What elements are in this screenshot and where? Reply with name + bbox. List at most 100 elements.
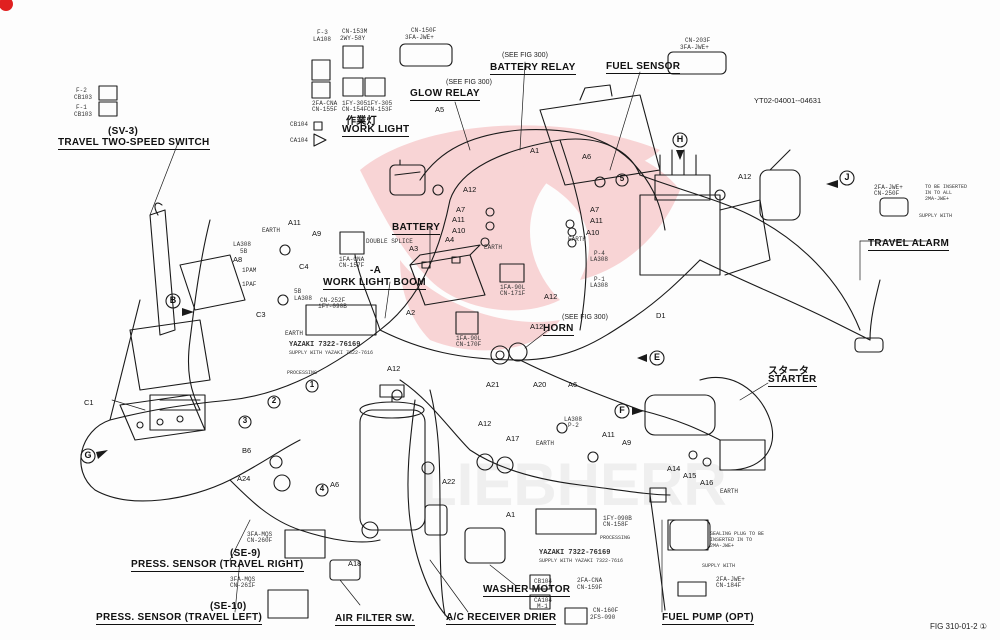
part-a4: A4 <box>445 235 455 244</box>
fuel-tank-drawing <box>539 84 661 186</box>
work-light-jp-label: 作業灯 <box>346 116 377 127</box>
harness-center <box>379 259 701 361</box>
cb104-f1-a: CB104 <box>534 578 553 585</box>
la308-5b2-a: 5B <box>294 288 302 295</box>
cn155f: CN-155F <box>312 106 338 113</box>
part-a11-3: A11 <box>590 216 603 225</box>
2facna-label: 2FA-CNA <box>577 577 603 584</box>
la308-p1-a: P-1 <box>594 276 605 283</box>
part-a17: A17 <box>506 434 520 443</box>
harness-travel <box>187 219 211 411</box>
sealing-note-3: 2MA-JWE+ <box>710 543 735 549</box>
battery-drawing <box>409 244 486 306</box>
la108-label: LA108 <box>313 36 332 43</box>
callout-e: E <box>653 352 660 362</box>
part-a6-2: A6 <box>330 480 340 489</box>
starter-label: STARTER <box>768 374 817 387</box>
corner-mark <box>0 0 13 11</box>
fuel-pump-label: FUEL PUMP (OPT) <box>662 612 754 625</box>
1fa90l-a: 1FA-90L <box>456 335 482 342</box>
starter-drawing <box>644 376 774 471</box>
press-sensor-block-drawing <box>119 394 206 441</box>
circled-1: 1 <box>309 380 315 389</box>
inserted-note-3: 2MA-JWE+ <box>925 196 950 202</box>
part-a22: A22 <box>442 477 456 486</box>
part-a11: A11 <box>288 218 301 227</box>
cn184f-label: CN-184F <box>716 582 742 589</box>
3famqs-a: 3FA-MQS <box>247 531 273 538</box>
earth-6: EARTH <box>285 330 304 337</box>
harness-left-loop <box>80 419 301 502</box>
part-a12-2: A12 <box>738 172 752 181</box>
1fy305-a: 1FY-305 <box>342 100 368 107</box>
part-a12-6: A12 <box>478 419 492 428</box>
supply-with-2: SUPPLY WITH <box>702 563 736 569</box>
cn170f-label: CN-170F <box>456 341 482 348</box>
earth-3: EARTH <box>568 236 587 243</box>
press-sensor-right-label: PRESS. SENSOR (TRAVEL RIGHT) <box>131 559 304 572</box>
control-valve-drawing <box>639 149 801 276</box>
callout-h: H <box>676 134 684 144</box>
horn-ref: (SEE FIG 300) <box>562 314 608 321</box>
part-a6-3: A6 <box>568 380 578 389</box>
ac-receiver-drier-label: A/C RECEIVER DRIER <box>446 612 557 625</box>
glow-relay-label: GLOW RELAY <box>410 88 480 101</box>
cn203f-label: CN-203F <box>685 37 711 44</box>
earth-4: EARTH <box>536 440 555 447</box>
part-a16: A16 <box>700 478 714 487</box>
1fa90l-b: 1FA-90L <box>500 284 526 291</box>
supply-with-1: SUPPLY WITH <box>919 213 953 219</box>
clamps <box>269 176 726 539</box>
part-a21: A21 <box>486 380 500 389</box>
part-c1: C1 <box>84 398 94 407</box>
la308-p4-b: LA308 <box>590 256 609 263</box>
part-a7-2: A7 <box>590 205 600 214</box>
ca104-label: CA104 <box>290 137 309 144</box>
sealing-note-1: SEALING PLUG TO BE <box>710 531 765 537</box>
doc-code: YT02-04001--04631 <box>754 96 822 105</box>
inserted-note-1: TO BE INSERTED <box>925 184 968 190</box>
callout-j: J <box>844 172 850 182</box>
horn-drawing <box>490 342 528 365</box>
part-a3: A3 <box>409 244 419 253</box>
3famqs-b: 3FA-MQS <box>230 576 256 583</box>
harness-workboom <box>354 254 381 331</box>
yazaki-1-part: YAZAKI 7322-76169 <box>289 341 361 349</box>
part-a11-2: A11 <box>452 215 465 224</box>
2fs090-label: 2FS-090 <box>590 614 616 621</box>
1fy305-b: 1FY-305 <box>367 100 393 107</box>
circled-3: 3 <box>242 416 248 425</box>
cn252f-label: CN-252F <box>320 297 346 304</box>
cn150f-label: CN-150F <box>411 27 437 34</box>
circled-2: 2 <box>271 396 277 405</box>
2fajwe-b: 2FA-JWE+ <box>716 576 745 583</box>
1paf-label: 1PAF <box>242 281 257 288</box>
part-a12: A12 <box>463 185 477 194</box>
air-filter-sw-label: AIR FILTER SW. <box>335 613 415 626</box>
part-a9-2: A9 <box>622 438 632 447</box>
3fajwe-label: 3FA-JWE+ <box>405 34 434 41</box>
harness-a6 <box>559 139 587 331</box>
inserted-note-2: IN TO ALL <box>925 190 953 196</box>
cn260f-label: CN-260F <box>247 537 273 544</box>
cb104-label: CB104 <box>290 121 309 128</box>
sealing-note-2: INSERTED IN TO <box>710 537 753 543</box>
harness-right <box>639 174 861 331</box>
receiver-drier-drawing <box>359 384 426 531</box>
glow-relay-ref: (SEE FIG 300) <box>446 79 492 86</box>
part-a12-3: A12 <box>387 364 401 373</box>
horn-label: HORN <box>543 323 574 336</box>
callout-circles <box>80 132 855 497</box>
cb104-f1-b: F-1 <box>537 584 548 591</box>
la308-5b2-b: LA308 <box>294 295 313 302</box>
ca104-m1-b: M-1 <box>537 603 548 610</box>
battery-relay-ref: (SEE FIG 300) <box>502 52 548 59</box>
part-d1: D1 <box>656 311 666 320</box>
part-a1-2: A1 <box>506 510 516 519</box>
cn159f-label: CN-159F <box>577 584 603 591</box>
travel-alarm-label: TRAVEL ALARM <box>868 238 950 251</box>
part-a12-5: A12 <box>544 292 558 301</box>
cn261f-label: CN-261F <box>230 582 256 589</box>
